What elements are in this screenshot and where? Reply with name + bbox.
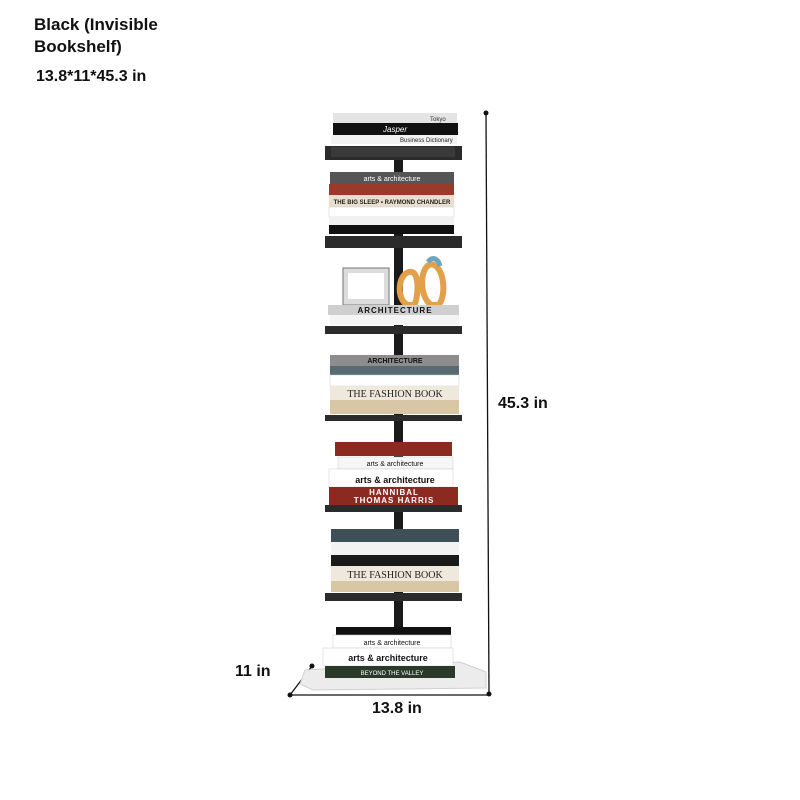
height-dimension-end (483, 110, 489, 116)
book-spine-text: BEYOND THE VALLEY (361, 671, 424, 677)
book-spine-text: Tokyo (430, 117, 446, 123)
vase-right (419, 260, 447, 308)
book-spine-text: arts & architecture (348, 653, 428, 663)
book (330, 386, 459, 400)
shelf (325, 236, 462, 248)
book-spine-text: HANNIBAL (369, 488, 419, 497)
book-spine-text: Jasper (382, 125, 407, 134)
product-title: Black (Invisible Bookshelf) (34, 15, 158, 56)
book (331, 581, 459, 592)
book (330, 366, 459, 375)
book (330, 172, 454, 184)
book (331, 555, 459, 566)
book-spine-text: THE BIG SLEEP • RAYMOND CHANDLER (334, 200, 451, 206)
book-spine-text: ARCHITECTURE (367, 358, 423, 365)
book (329, 225, 454, 234)
book (333, 123, 458, 135)
book (329, 195, 454, 207)
shelf (325, 415, 462, 421)
book-spine-text: arts & architecture (364, 640, 421, 647)
width-label: 13.8 in (372, 700, 422, 717)
height-dimension-line (485, 112, 490, 695)
shelf-group-4: ARCHITECTURE THE FASHION BOOK (325, 355, 462, 421)
shelf-group-2: arts & architecture THE BIG SLEEP • RAYM… (325, 172, 462, 248)
book (328, 206, 455, 218)
vase-top (425, 256, 443, 267)
book-spine-text: THE FASHION BOOK (347, 389, 443, 400)
product-size: 13.8*11*45.3 in (36, 68, 147, 85)
shelf-group-5: arts & architecture arts & architecture … (325, 442, 462, 512)
book (325, 666, 455, 678)
shelf-group-6: THE FASHION BOOK (325, 529, 462, 601)
depth-label: 11 in (235, 663, 271, 680)
shelf-group-1: Tokyo Jasper Business Dictionary (325, 113, 462, 160)
book (329, 374, 460, 387)
vase-left (396, 269, 421, 308)
book-spine-text: arts & architecture (355, 475, 435, 485)
book (330, 315, 459, 325)
height-dimension-end (486, 691, 492, 697)
book-spine-text: arts & architecture (367, 461, 424, 468)
shelf (325, 505, 462, 512)
book (336, 627, 451, 635)
shelf (325, 326, 462, 334)
book (329, 184, 454, 195)
book-spine-text: THOMAS HARRIS (354, 496, 435, 505)
book (329, 487, 458, 505)
book (330, 400, 459, 414)
book (328, 305, 459, 315)
book (331, 135, 457, 144)
shelf-group-3: ARCHITECTURE (325, 256, 462, 334)
book (331, 542, 459, 555)
book (331, 529, 459, 542)
book-spine-text: arts & architecture (364, 176, 421, 183)
book (329, 217, 454, 225)
bottom-books: arts & architecture arts & architecture … (322, 627, 455, 678)
depth-dimension-end (309, 663, 315, 669)
book-spine-text: THE FASHION BOOK (347, 570, 443, 581)
book (330, 355, 459, 366)
book-spine-text: Business Dictionary (400, 138, 453, 144)
book (331, 566, 459, 581)
shelf (325, 593, 462, 601)
book-spine-text: ARCHITECTURE (357, 306, 432, 315)
shelf-top (331, 147, 455, 157)
photo-frame-inner (348, 273, 384, 299)
book (333, 113, 457, 123)
book (335, 442, 452, 456)
height-label: 45.3 in (498, 395, 548, 412)
